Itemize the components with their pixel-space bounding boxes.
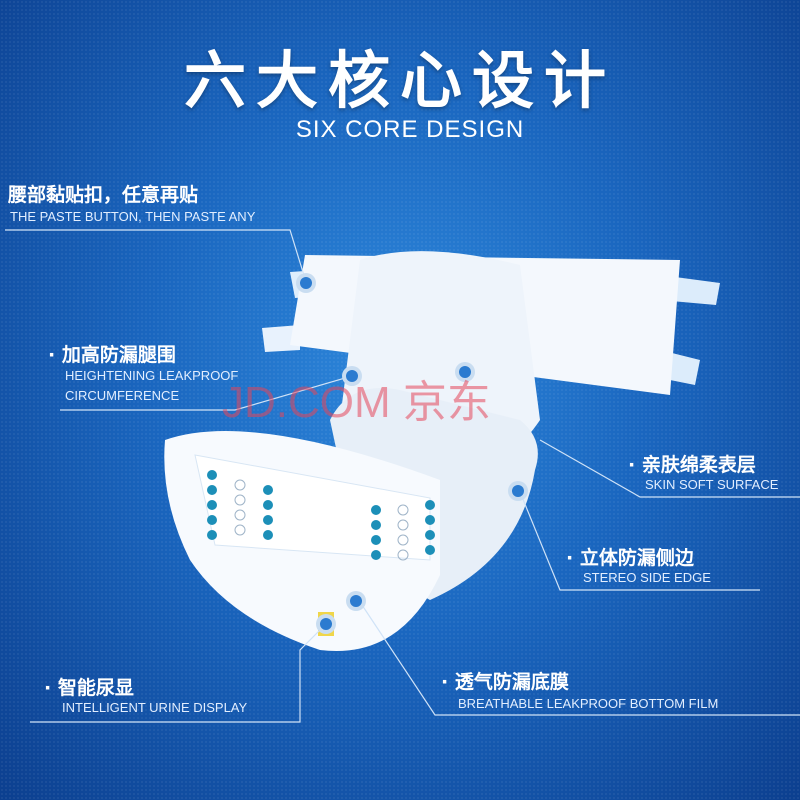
- wetness-indicator-marks: [207, 470, 435, 560]
- marker-dot: [508, 481, 528, 501]
- wetness-indicator-outline: [234, 479, 409, 561]
- feature-6-subtitle: BREATHABLE LEAKPROOF BOTTOM FILM: [458, 696, 719, 711]
- page-subtitle: SIX CORE DESIGN: [295, 116, 525, 143]
- feature-1-title: 腰部黏贴扣，任意再贴: [8, 184, 199, 206]
- leader-lines: [5, 229, 800, 723]
- diaper-front-strip: [194, 454, 431, 561]
- feature-6-title: · 透气防漏底膜: [441, 671, 569, 693]
- feature-4-title: · 立体防漏侧边: [566, 547, 694, 569]
- marker-dot: [316, 614, 336, 634]
- feature-2-title: · 加高防漏腿围: [48, 344, 176, 366]
- feature-3-subtitle: SKIN SOFT SURFACE: [645, 477, 779, 492]
- feature-5-subtitle: INTELLIGENT URINE DISPLAY: [62, 700, 248, 715]
- marker-dot: [296, 273, 316, 293]
- feature-4-subtitle: STEREO SIDE EDGE: [583, 570, 711, 585]
- feature-2-subtitle: HEIGHTENING LEAKPROOF: [65, 368, 239, 383]
- callout-markers: [296, 273, 528, 634]
- feature-2-subtitle-line2: CIRCUMFERENCE: [65, 388, 180, 403]
- feature-5-title: · 智能尿显: [44, 677, 134, 699]
- marker-dot: [342, 366, 362, 386]
- feature-1-subtitle: THE PASTE BUTTON, THEN PASTE ANY: [10, 209, 256, 224]
- marker-dot: [346, 591, 366, 611]
- watermark: JD.COM 京东: [222, 378, 491, 427]
- diaper-tab: [262, 325, 300, 352]
- feature-3-title: · 亲肤绵柔表层: [628, 454, 756, 476]
- page-title: 六大核心设计: [183, 44, 616, 117]
- marker-dot: [455, 362, 475, 382]
